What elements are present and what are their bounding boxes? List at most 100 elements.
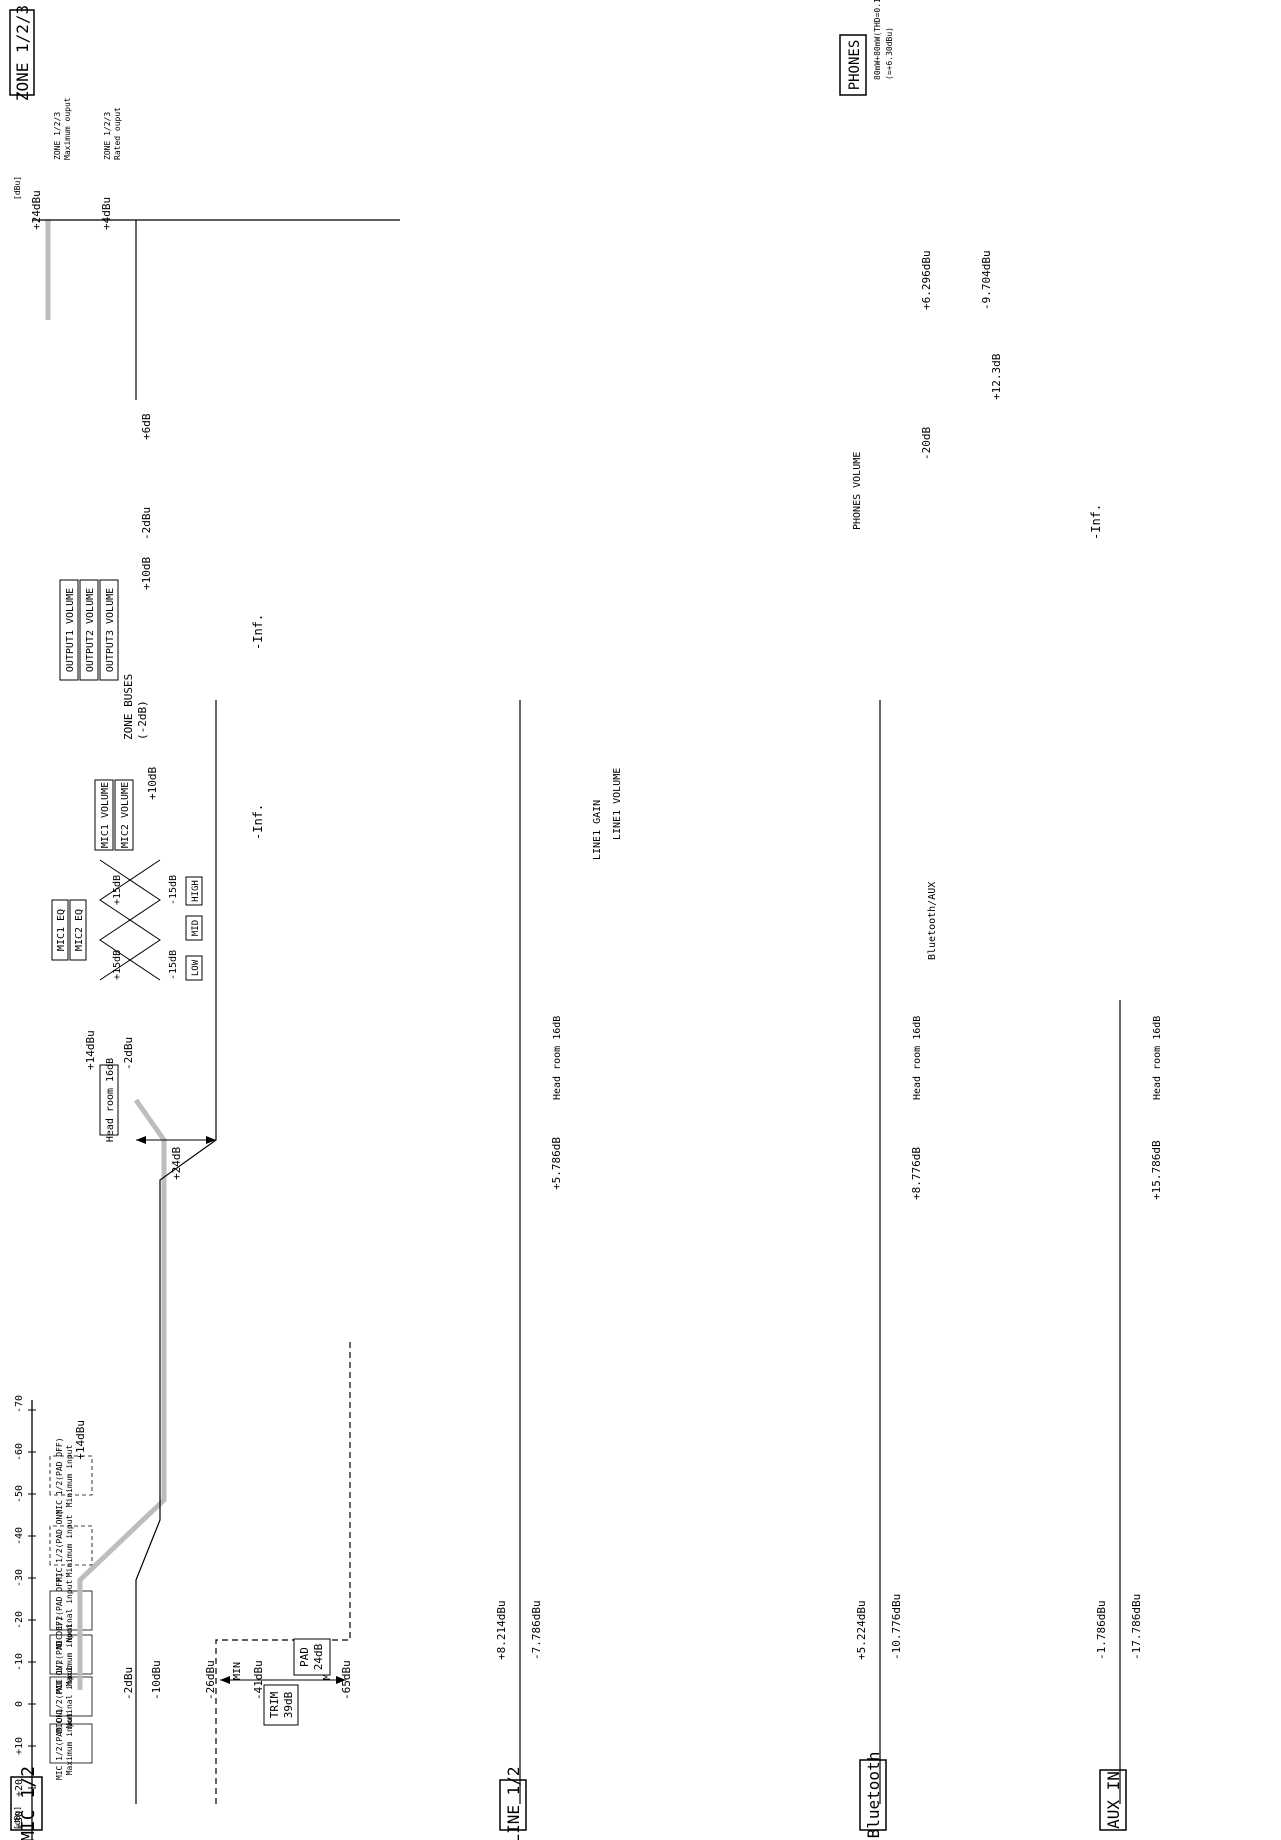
mic-legend-top: MIC 1/2(PAD ON): [55, 1661, 64, 1733]
line-gain: +5.786dB: [550, 1137, 563, 1190]
mic-eq-high: HIGH: [191, 880, 201, 902]
mic-headroom-nom: -2dBu: [122, 1037, 135, 1070]
phones-section: PHONES 80mW+80mW(THD=0.1%, 32ohms) (=+6.…: [839, 0, 1103, 540]
mic-legend-bottom: Nominal input: [65, 1666, 74, 1729]
line-max-level: +8.214dBu: [495, 1600, 508, 1660]
mic-eq-mid: MID: [191, 920, 201, 936]
mic-eq-label: +15dB: [112, 875, 123, 905]
line-gain-box: LINE1 GAIN: [592, 800, 603, 860]
phones-minus20: -20dB: [920, 427, 933, 460]
mic-volume-label: MIC2 VOLUME: [120, 782, 131, 848]
output-inf: -Inf.: [251, 614, 265, 650]
mic-tick: -40: [14, 1527, 25, 1545]
line-section-title: LINE 1/2: [504, 1766, 523, 1840]
mic-volume-box: [94, 779, 114, 851]
mic-eq-curve: [99, 859, 161, 981]
mic-eq-low: LOW: [191, 959, 201, 976]
output-volume-gain: +10dB: [140, 557, 153, 590]
aux-gain: +15.786dB: [1150, 1140, 1163, 1200]
mic-volume-label: MIC1 VOLUME: [100, 782, 111, 848]
bluetooth-nom-level: -10.776dBu: [890, 1594, 903, 1660]
mic-trim-value: 39dB: [282, 1691, 295, 1718]
phones-spec: 80mW+80mW(THD=0.1%, 32ohms): [873, 0, 882, 80]
phones-spec2: (=+6.30dBu): [885, 27, 894, 80]
mic-volume-box: [114, 779, 134, 851]
mic-inf: -Inf.: [251, 804, 265, 840]
bluetooth-gain: +8.776dB: [910, 1147, 923, 1200]
mic-pad-box: [293, 1638, 331, 1676]
zone-buses-sub: (-2dB): [136, 700, 149, 740]
mic-tick: -10: [14, 1653, 25, 1671]
zone-legend-top: ZONE 1/2/3: [53, 112, 62, 160]
bluetooth-section-box: [859, 1759, 887, 1831]
mic-tick: +30: [14, 1811, 25, 1829]
mic-legend-bottom: Maximum input: [65, 1713, 74, 1776]
bluetooth-section-title: Bluetooth: [864, 1752, 883, 1839]
mic-legend-bottom: Nominal input: [65, 1580, 74, 1643]
phones-inf: -Inf.: [1089, 504, 1103, 540]
mic-section-box: [10, 1776, 43, 1831]
aux-section-title: AUX IN: [1104, 1771, 1123, 1829]
zone-legend-bottom: Rated ouput: [113, 107, 122, 160]
mic-eq-box: MIC1 EQ: [56, 909, 67, 951]
mic-level-labels: +14dBu -2dBu -10dBu -26dBu -41dBu -65dBu: [74, 1420, 353, 1700]
zone-section: ZONE 1/2/3 [dBu] ZONE 1/2/3 Maximum oupu…: [9, 5, 400, 221]
mic-legend-top: MIC 1/2(PAD ON): [55, 1708, 64, 1780]
line-volume-box: LINE1 VOLUME: [612, 768, 623, 840]
output-section: OUTPUT1 VOLUME OUTPUT2 VOLUME OUTPUT3 VO…: [30, 190, 265, 681]
mic-level-max: +14dBu: [74, 1420, 87, 1460]
output-volume-box: OUTPUT3 VOLUME: [105, 588, 116, 672]
aux-section: AUX IN -1.786dBu -17.786dBu +15.786dB He…: [1095, 1000, 1163, 1831]
mic-pad-label: PAD: [298, 1647, 311, 1667]
mic-section-title: MIC 1/2: [18, 1766, 39, 1840]
mic-legend-top: MIC 1/2(PAD ON): [55, 1510, 64, 1582]
aux-max-level: -1.786dBu: [1095, 1600, 1108, 1660]
mic-tick: +20: [14, 1779, 25, 1797]
mic-gain-24: +24dB: [170, 1147, 183, 1180]
phones-section-box: [839, 34, 867, 96]
mic-legend-bottom: Minimum input: [65, 1445, 74, 1508]
zone-legend-top: ZONE 1/2/3: [103, 112, 112, 160]
output-volume-box: OUTPUT1 VOLUME: [65, 588, 76, 672]
output-gain-6: +6dB: [140, 413, 153, 440]
phones-section-title: PHONES: [847, 40, 863, 91]
zone-section-box: [9, 9, 35, 96]
zone-buses-label: ZONE BUSES: [122, 674, 135, 740]
mic-level: -65dBu: [340, 1660, 353, 1700]
phones-max-level: +6.296dBu: [920, 250, 933, 310]
mic-pad-value: 24dB: [312, 1643, 325, 1670]
line-headroom: Head room 16dB: [552, 1016, 563, 1100]
zone-section-title: ZONE 1/2/3: [13, 5, 32, 101]
mic-tick: -70: [14, 1395, 25, 1413]
mic-level: -2dBu: [122, 1667, 135, 1700]
mic-level: -10dBu: [150, 1660, 163, 1700]
phones-plus12: +12.3dB: [990, 353, 1003, 400]
mic-unit-label: [dBu]: [13, 1806, 22, 1830]
mic-legend-top: MIC 1/2(PAD OFF): [55, 1616, 64, 1693]
mic-trim-label: TRIM: [268, 1691, 281, 1718]
mic-level-path: [135, 700, 217, 1804]
output-level-in: -2dBu: [140, 507, 153, 540]
line-section-box: [499, 1779, 527, 1831]
mic-eq-label: +15dB: [112, 950, 123, 980]
mic-eq: MIC1 EQ MIC2 EQ LOW MID HIGH +15dB -15dB…: [51, 859, 203, 981]
mic-headroom-box: [99, 1064, 119, 1136]
mic-level: -26dBu: [204, 1660, 217, 1700]
mic-eq-label: -15dB: [168, 875, 179, 905]
output-level-out: +4dBu: [100, 197, 113, 230]
aux-headroom: Head room 16dB: [1152, 1016, 1163, 1100]
mic-legend-top: MIC 1/2(PAD OFF): [55, 1437, 64, 1514]
zone-unit: [dBu]: [13, 176, 22, 200]
mic-ticks: +30 +20 +10 0 -10 -20 -30 -40 -50 -60 -7…: [14, 1395, 36, 1831]
mic-section: MIC 1/2 [dBu] +30 +20 +10 0 -10 -20 -30 …: [10, 700, 353, 1840]
output-volume-box: OUTPUT2 VOLUME: [85, 588, 96, 672]
aux-nom-level: -17.786dBu: [1130, 1594, 1143, 1660]
line-section: LINE 1/2 +8.214dBu -7.786dBu +5.786dB He…: [495, 700, 623, 1840]
phones-volume: PHONES VOLUME: [852, 452, 863, 530]
mic-eq-label: -15dB: [168, 950, 179, 980]
bluetooth-section: Bluetooth +5.224dBu -10.776dBu +8.776dB …: [855, 700, 938, 1838]
mic-headroom-label: Head room 16dB: [105, 1058, 116, 1142]
rotated-diagram: MIC 1/2 [dBu] +30 +20 +10 0 -10 -20 -30 …: [9, 0, 1163, 1840]
mic-tick: -60: [14, 1443, 25, 1461]
